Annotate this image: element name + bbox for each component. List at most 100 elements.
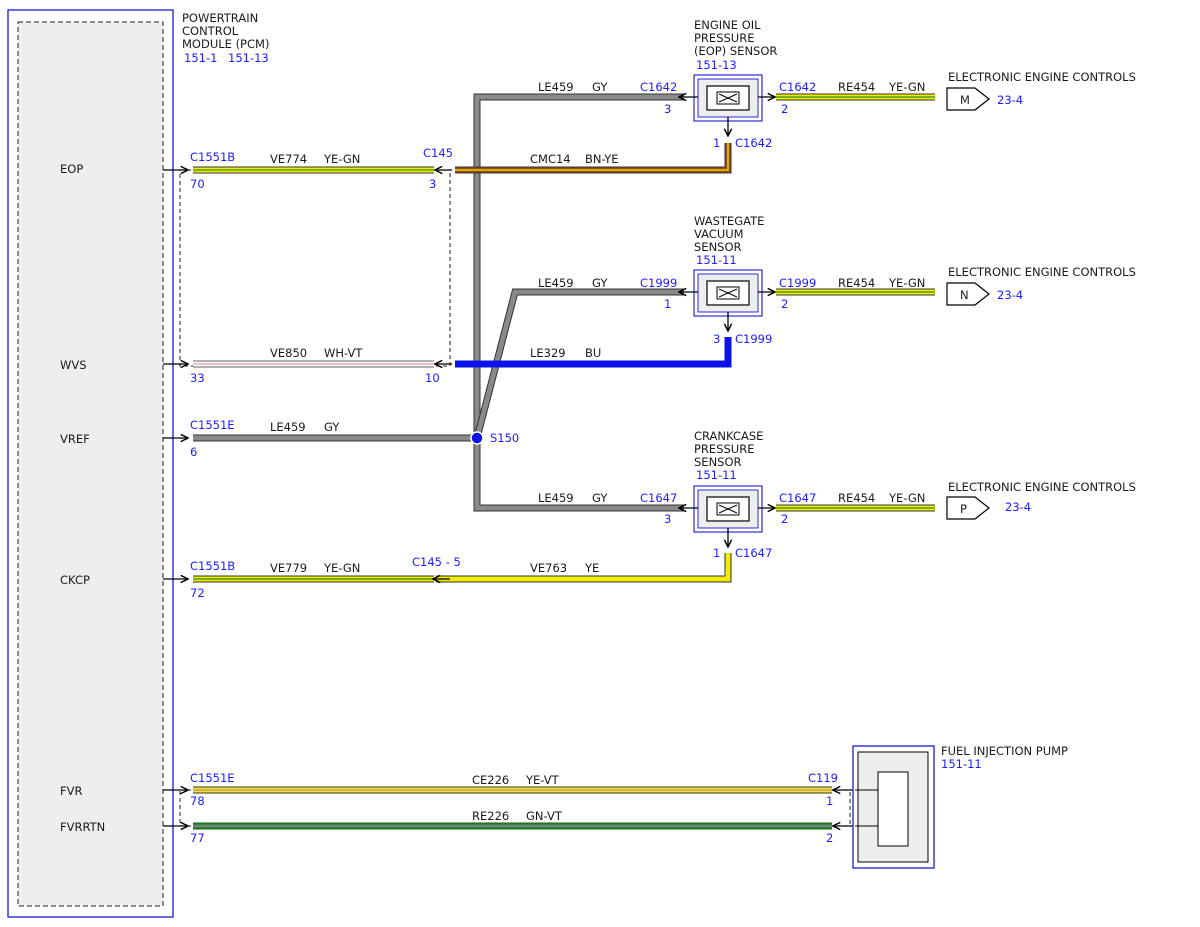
conn-c1551e-vref: C1551E [190,418,235,432]
svg-text:151-1: 151-1 [184,51,217,65]
wastegate-sensor-arrows [679,292,775,331]
conn-c1999-right: C1999 [779,276,816,290]
wire-label-ve774: VE774 [270,152,307,166]
pin-c145-10: 10 [425,371,440,385]
dest-label-p: ELECTRONIC ENGINE CONTROLS [948,480,1136,494]
color-label-ye-gn-re454-eop: YE-GN [888,80,925,94]
wire-label-le459-wvs: LE459 [538,276,574,290]
pin-78: 78 [190,794,205,808]
svg-text:SENSOR: SENSOR [694,455,742,469]
pin-c119-1: 1 [826,794,833,808]
wire-label-le459-ckcp: LE459 [538,491,574,505]
svg-text:151-11: 151-11 [696,468,737,482]
color-label-wh-vt: WH-VT [324,346,363,360]
wire-label-ve850: VE850 [270,346,307,360]
svg-text:151-13: 151-13 [696,58,737,72]
wire-label-ve779: VE779 [270,561,307,575]
wire-label-re454-eop: RE454 [838,80,875,94]
fuel-pump-title: FUEL INJECTION PUMP [941,744,1068,758]
wire-label-le329: LE329 [530,346,566,360]
svg-text:MODULE (PCM): MODULE (PCM) [182,37,269,51]
dest-flag-n[interactable]: N [946,282,990,306]
splice-s150[interactable] [470,431,484,445]
pin-33: 33 [190,371,205,385]
svg-text:WASTEGATE: WASTEGATE [694,214,764,228]
wire-ve763[interactable] [436,553,732,583]
color-label-gy-eop: GY [592,80,608,94]
pin-label-fvr: FVR [60,784,82,798]
pin-label-ckcp: CKCP [60,573,90,587]
eop-sensor[interactable] [693,74,763,122]
svg-text:PRESSURE: PRESSURE [694,31,754,45]
conn-c1647-left: C1647 [640,491,677,505]
fuel-injection-pump[interactable] [852,745,935,869]
wire-label-cmc14: CMC14 [530,152,571,166]
conn-c145-5: C145 - 5 [412,555,461,569]
pin-eop-3: 3 [664,102,671,116]
wire-label-ce226: CE226 [472,773,509,787]
pin-arrows [163,170,855,826]
pin-label-wvs: WVS [60,358,87,372]
pin-wvs-3: 3 [713,332,720,346]
wastegate-sensor[interactable] [693,269,763,317]
svg-text:VACUUM: VACUUM [694,227,744,241]
wire-label-re454-ckcp: RE454 [838,491,875,505]
wastegate-sensor-title: WASTEGATE VACUUM SENSOR 151-11 [694,214,764,267]
pin-c119-2: 2 [826,831,833,845]
svg-text:POWERTRAIN: POWERTRAIN [182,11,258,25]
dest-flag-p[interactable]: P [946,496,990,520]
color-label-ye-gn-ckcp: YE-GN [323,561,360,575]
conn-c1551e-fvr: C1551E [190,771,235,785]
pcm-module[interactable] [7,9,174,918]
conn-c145: C145 [423,146,453,160]
wire-label-re454-wvs: RE454 [838,276,875,290]
pin-label-eop: EOP [60,162,83,176]
color-label-ye-gn-re454-wvs: YE-GN [888,276,925,290]
crankcase-sensor-title: CRANKCASE PRESSURE SENSOR 151-11 [694,429,763,482]
conn-c1642-bottom: C1642 [735,136,772,150]
color-label-ye-vt: YE-VT [525,773,560,787]
wire-le459-bus[interactable] [193,93,684,512]
dest-ref-p: 23-4 [1005,500,1031,514]
conn-c1999-bottom: C1999 [735,332,772,346]
pin-72: 72 [190,586,205,600]
conn-c1551b-ckcp: C1551B [190,559,235,573]
eop-sensor-arrows [679,97,775,136]
wire-cmc14[interactable] [455,143,732,174]
conn-c1551b-eop: C1551B [190,150,235,164]
c145-connector-outline [179,169,451,367]
color-label-gy-vref: GY [324,420,340,434]
svg-text:CRANKCASE: CRANKCASE [694,429,763,443]
pin-ckcp-1: 1 [713,546,720,560]
color-label-gy-ckcp: GY [592,491,608,505]
pin-ckcp-3: 3 [664,512,671,526]
wire-label-re226: RE226 [472,809,509,823]
color-label-ye-gn-re454-ckcp: YE-GN [888,491,925,505]
wire-le329[interactable] [455,337,732,368]
pin-ckcp-2: 2 [781,512,788,526]
svg-text:P: P [960,502,967,516]
pin-70: 70 [190,177,205,191]
dest-flag-m[interactable]: M [946,87,990,111]
pin-wvs-1: 1 [664,297,671,311]
color-label-bn-ye: BN-YE [585,152,619,166]
crankcase-sensor-arrows [679,508,775,547]
conn-c1642-left: C1642 [640,80,677,94]
pin-c145-3: 3 [429,177,436,191]
crankcase-sensor[interactable] [693,485,763,533]
svg-text:M: M [960,93,970,107]
wire-label-le459-vref: LE459 [270,420,306,434]
wire-label-le459-eop: LE459 [538,80,574,94]
splice-label-s150: S150 [490,431,519,445]
pcm-title: POWERTRAIN CONTROL MODULE (PCM) 151-1 15… [182,11,269,65]
svg-text:151-11: 151-11 [696,253,737,267]
pin-eop-1: 1 [713,136,720,150]
svg-text:CONTROL: CONTROL [182,24,239,38]
conn-c1647-right: C1647 [779,491,816,505]
svg-text:(EOP) SENSOR: (EOP) SENSOR [694,44,777,58]
wire-label-ve763: VE763 [530,561,567,575]
svg-text:ENGINE OIL: ENGINE OIL [694,18,761,32]
dest-label-m: ELECTRONIC ENGINE CONTROLS [948,70,1136,84]
dest-ref-n: 23-4 [997,288,1023,302]
